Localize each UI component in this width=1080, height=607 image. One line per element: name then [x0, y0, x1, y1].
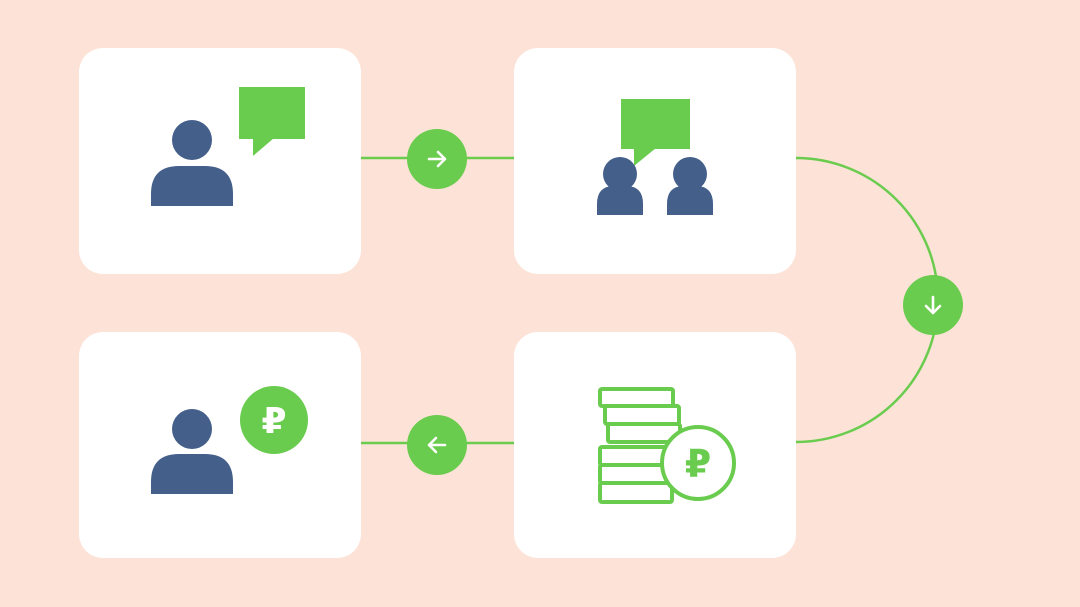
person-with-ruble-coin-icon: ₽: [151, 386, 308, 494]
person-with-speech-bubble-icon: [151, 87, 305, 206]
arrow-left-icon: [427, 436, 447, 454]
connector-arrow-right: [407, 129, 467, 189]
step-card-1: [79, 48, 361, 274]
arrow-right-icon: [427, 150, 447, 168]
two-people-with-speech-bubble-icon: [597, 99, 713, 215]
ruble-symbol: ₽: [261, 401, 286, 442]
connector-arrow-left: [407, 415, 467, 475]
coin-ruble-symbol: ₽: [685, 442, 711, 486]
step-card-4: ₽: [79, 332, 361, 558]
arrow-down-icon: [924, 295, 942, 315]
coin-stack-with-ruble-icon: ₽: [598, 387, 736, 504]
connector-arrow-down: [903, 275, 963, 335]
step-card-2: [514, 48, 796, 274]
step-card-3: ₽: [514, 332, 796, 558]
